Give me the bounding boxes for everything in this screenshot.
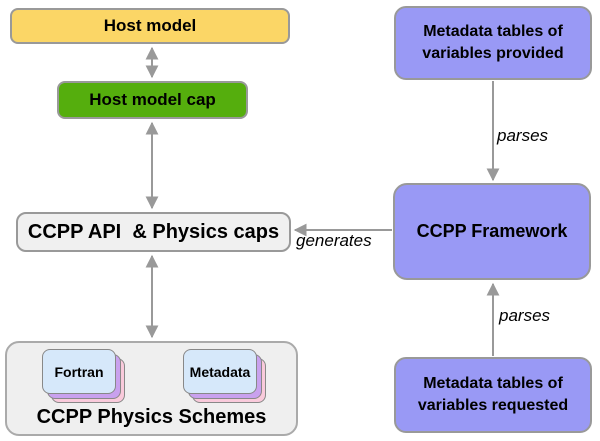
metadata-card-label: Metadata	[189, 363, 251, 380]
ccpp-api-box: CCPP API & Physics caps	[16, 212, 291, 252]
metadata-card: Metadata	[183, 349, 257, 394]
ccpp-physics-schemes-label: CCPP Physics Schemes	[36, 406, 267, 428]
ccpp-api-label: CCPP API & Physics caps	[27, 220, 280, 243]
metadata-provided-box: Metadata tables of variables provided	[394, 6, 592, 80]
parses-top-edge-label: parses	[497, 126, 549, 145]
metadata-provided-label: Metadata tables of variables provided	[422, 23, 564, 62]
ccpp-framework-box: CCPP Framework	[393, 183, 591, 280]
ccpp-framework-label: CCPP Framework	[416, 221, 568, 241]
metadata-requested-label: Metadata tables of variables requested	[417, 375, 569, 414]
generates-edge-label: generates	[296, 231, 372, 250]
metadata-card-stack: Metadata	[183, 349, 267, 404]
metadata-requested-box: Metadata tables of variables requested	[394, 357, 592, 433]
ccpp-physics-schemes-box: Fortran Metadata CCPP Physics Schemes	[5, 341, 298, 436]
fortran-card: Fortran	[42, 349, 116, 394]
host-model-cap-label: Host model cap	[89, 90, 216, 109]
fortran-card-label: Fortran	[54, 363, 104, 380]
fortran-card-stack: Fortran	[42, 349, 126, 404]
host-model-box: Host model	[10, 8, 290, 44]
parses-bottom-edge-label: parses	[499, 306, 551, 325]
host-model-cap-box: Host model cap	[57, 81, 248, 119]
host-model-label: Host model	[103, 16, 197, 35]
